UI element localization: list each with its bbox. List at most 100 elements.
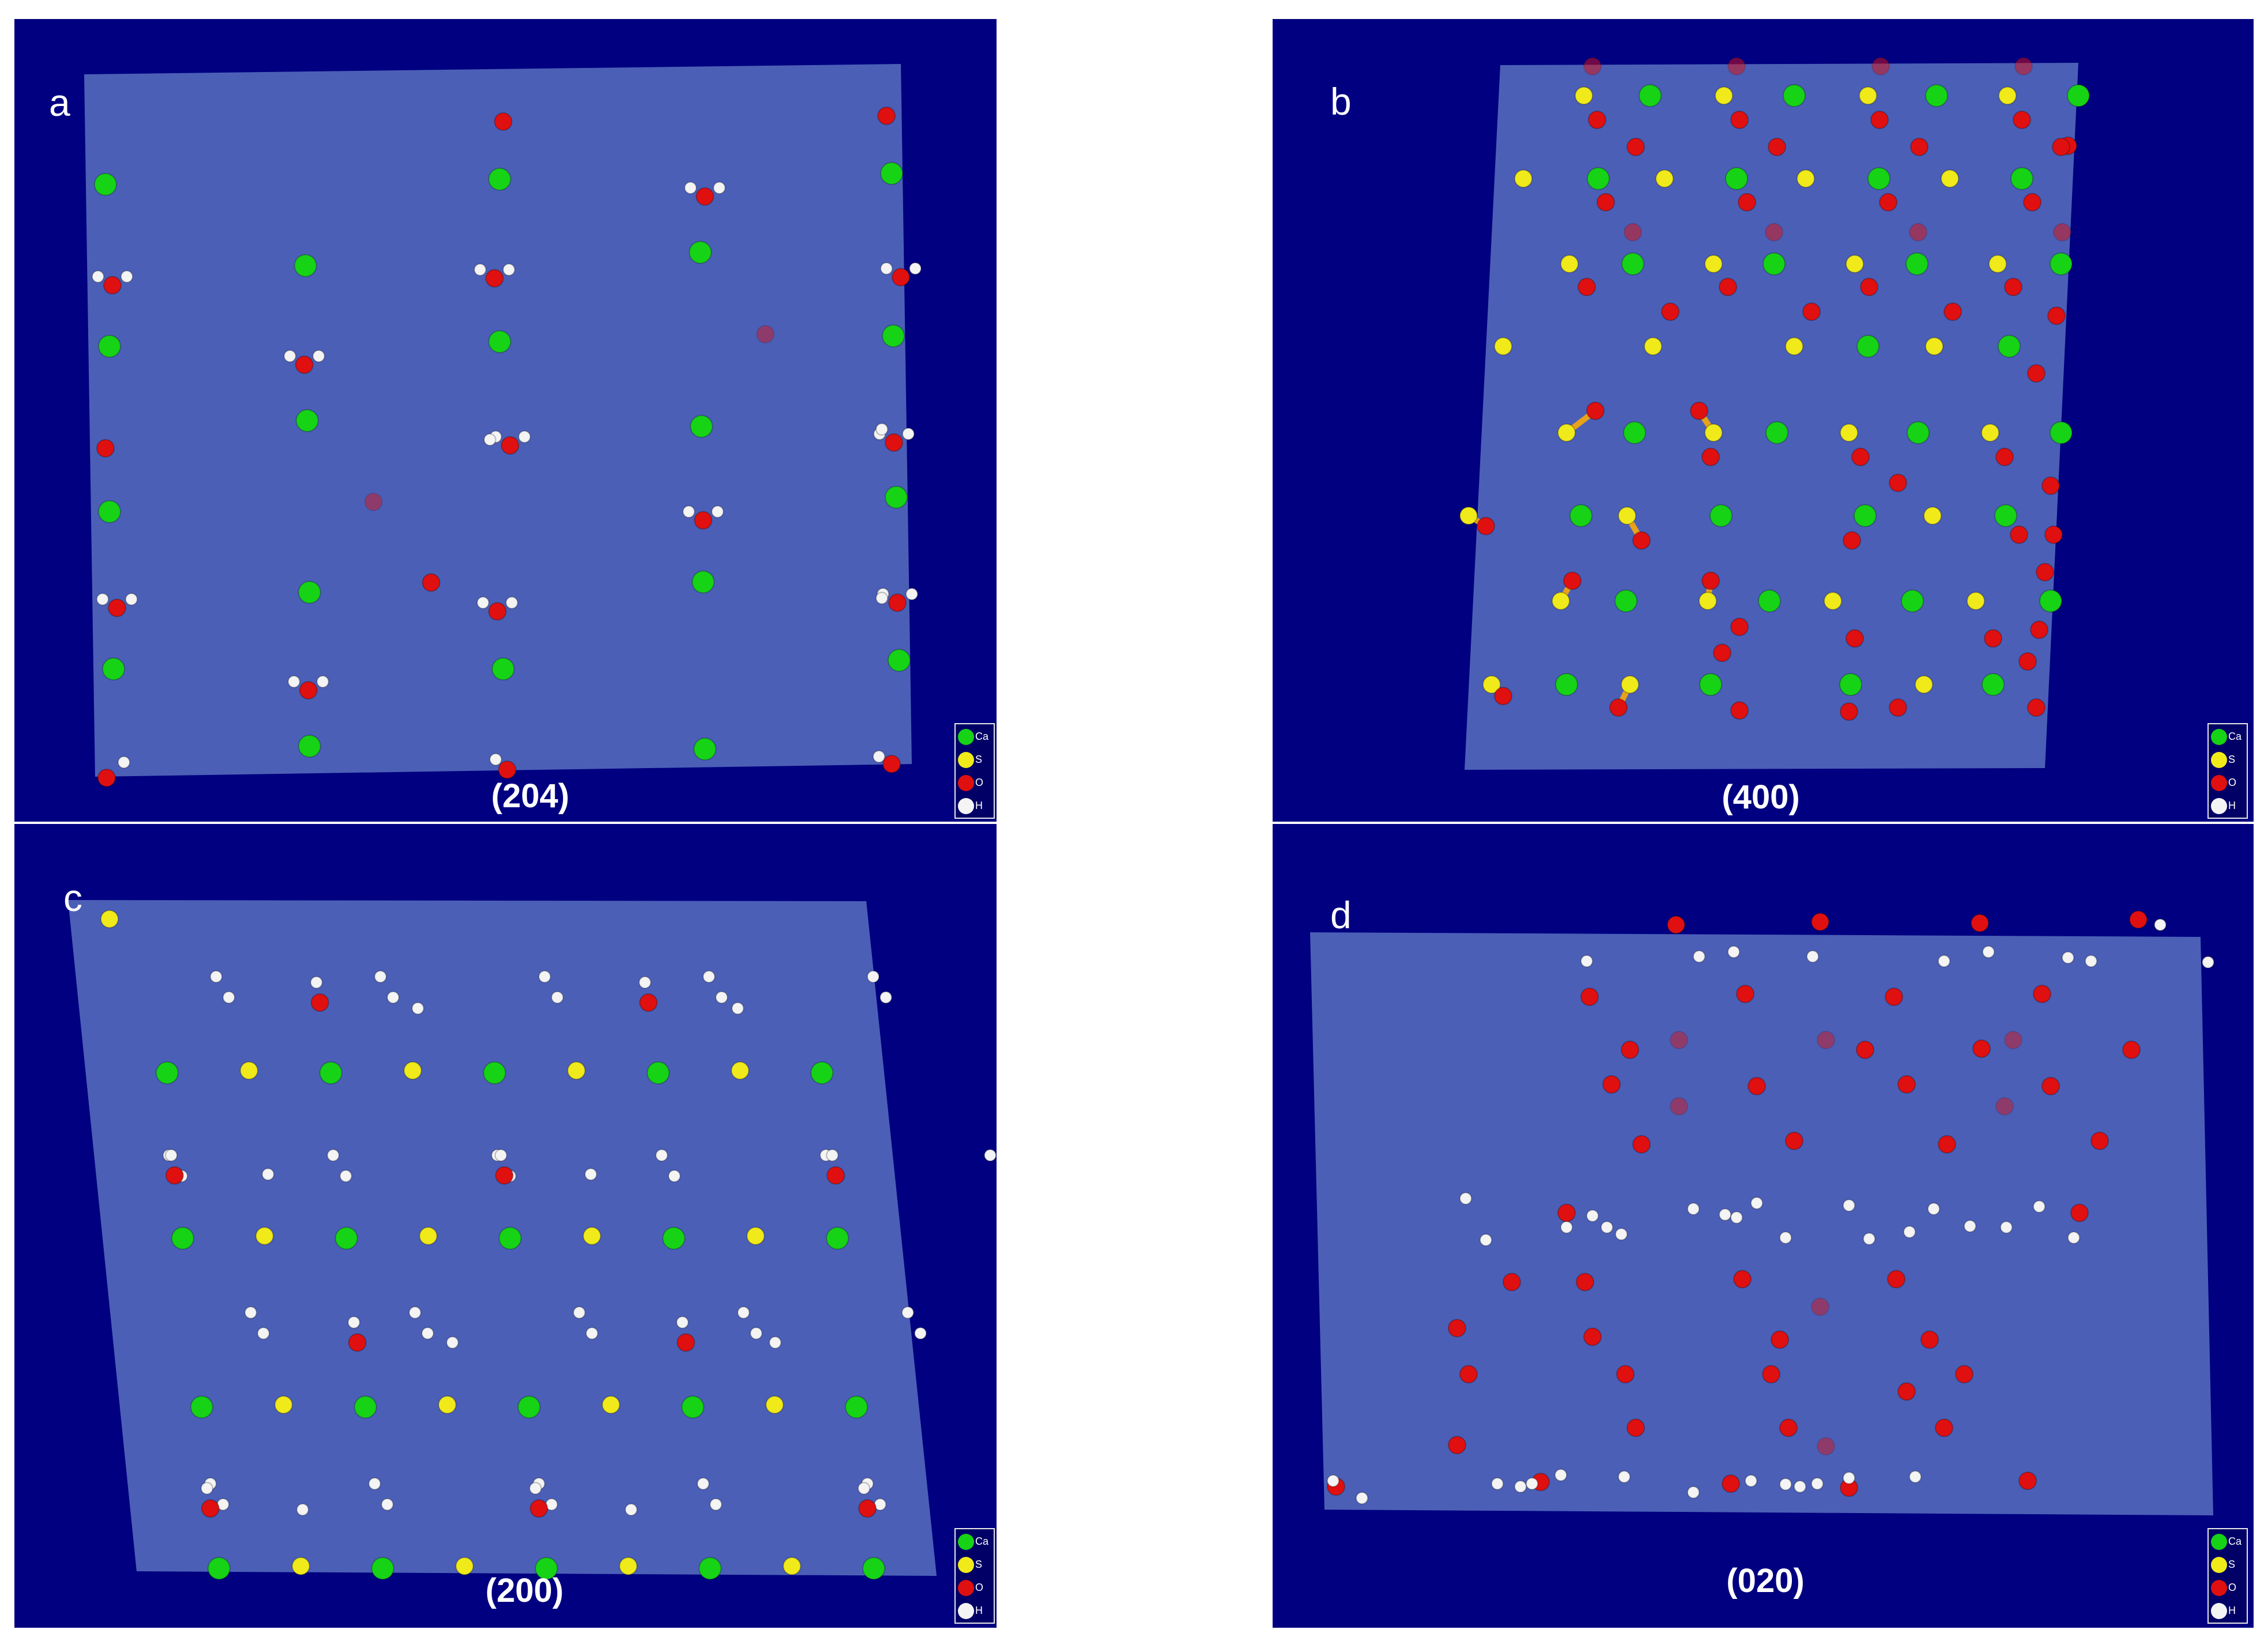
ca-atom <box>1621 252 1644 275</box>
o-atom <box>2041 1077 2060 1095</box>
o-atom <box>1856 1041 1874 1059</box>
h-atom <box>1745 1474 1757 1487</box>
s-atom <box>1514 169 1533 188</box>
legend-label-h: H <box>975 800 983 811</box>
s-atom <box>100 910 119 928</box>
ca-atom <box>862 1557 885 1580</box>
o-atom <box>1748 1077 1766 1095</box>
o-atom <box>1995 1097 2014 1116</box>
legend-label-h: H <box>975 1605 983 1616</box>
s-atom <box>1618 506 1636 525</box>
s-atom <box>602 1396 620 1414</box>
h-atom <box>639 976 651 989</box>
o-atom <box>1811 1298 1829 1316</box>
s-atom <box>746 1227 765 1245</box>
ca-atom <box>102 657 125 680</box>
s-atom <box>255 1227 274 1245</box>
atoms-b <box>1459 57 2090 721</box>
ca-atom <box>2050 421 2073 444</box>
o-atom <box>165 1166 184 1185</box>
s-atom <box>1644 337 1662 356</box>
o-atom <box>2004 1031 2022 1049</box>
o-atom <box>1503 1273 1521 1291</box>
o-atom <box>1494 687 1512 705</box>
s-atom <box>1824 592 1842 610</box>
o-atom <box>1583 1328 1602 1346</box>
s-atom <box>1923 506 1942 525</box>
h-atom <box>262 1168 274 1181</box>
o-atom <box>295 356 314 374</box>
o-atom <box>1920 1330 1939 1349</box>
o-atom <box>1730 701 1749 720</box>
o-atom <box>1935 1419 1953 1437</box>
s-atom <box>783 1557 801 1575</box>
o-atom <box>2041 477 2060 495</box>
o-atom <box>1771 1330 1789 1349</box>
o-atom <box>498 761 516 779</box>
h-atom <box>676 1316 689 1329</box>
h-atom <box>120 270 133 283</box>
ca-atom <box>2039 589 2062 612</box>
h-atom <box>1526 1477 1538 1490</box>
o-atom <box>1580 988 1599 1006</box>
legend-label-h: H <box>2228 1605 2236 1616</box>
h-atom <box>1779 1478 1792 1491</box>
ca-atom <box>518 1396 541 1419</box>
ca-atom <box>1725 167 1748 190</box>
h-atom <box>118 756 130 769</box>
s-atom-icon <box>2211 752 2227 768</box>
s-atom <box>1560 255 1579 273</box>
o-atom <box>103 276 122 294</box>
ca-atom <box>1569 504 1592 527</box>
legend-row-ca: Ca <box>2211 725 2247 748</box>
h-atom <box>713 182 726 194</box>
ca-atom <box>1639 84 1662 107</box>
h-atom <box>222 991 235 1004</box>
s-atom <box>583 1227 601 1245</box>
o-atom <box>1730 111 1749 129</box>
ca-atom <box>488 168 511 191</box>
h-atom <box>1750 1197 1763 1209</box>
o-atom <box>2018 652 2037 671</box>
panel-b-structure <box>1459 57 2090 770</box>
o-atom <box>1785 1132 1803 1150</box>
o-atom <box>1846 629 1864 648</box>
o-atom <box>97 769 116 787</box>
h-atom <box>92 270 104 283</box>
s-atom <box>1967 592 1985 610</box>
ca-atom <box>371 1557 394 1580</box>
o-atom <box>694 511 712 530</box>
h-atom <box>711 505 724 518</box>
o-atom <box>639 993 658 1012</box>
ca-atom-icon <box>958 1534 974 1550</box>
o-atom <box>1910 138 1929 156</box>
legend-row-s: S <box>958 748 994 772</box>
h-atom <box>1491 1477 1504 1490</box>
panel-letter-c: c <box>63 876 82 919</box>
o-atom <box>1670 1097 1688 1116</box>
ca-atom <box>690 415 713 438</box>
h-atom <box>573 1306 586 1319</box>
o-atom <box>2010 525 2028 544</box>
o-atom <box>1578 278 1596 296</box>
ca-atom <box>1905 252 1929 275</box>
ca-atom <box>1854 504 1877 527</box>
o-atom <box>1972 1039 1991 1058</box>
h-atom <box>1356 1492 1368 1504</box>
o-atom-icon <box>2211 775 2227 791</box>
h-atom <box>477 596 489 609</box>
ca-atom-icon <box>2211 729 2227 745</box>
ca-atom <box>810 1061 833 1084</box>
h-atom <box>682 505 695 518</box>
h-atom <box>474 263 486 276</box>
h-atom <box>296 1503 309 1516</box>
o-atom <box>1690 402 1708 420</box>
o-atom <box>1701 448 1720 466</box>
panel-letter-a: a <box>49 81 70 124</box>
s-atom <box>1988 255 2007 273</box>
h-atom-icon <box>2211 1603 2227 1619</box>
o-atom <box>2044 525 2063 544</box>
ca-atom <box>1856 335 1880 358</box>
o-atom <box>1730 618 1749 636</box>
h-atom <box>484 433 496 446</box>
